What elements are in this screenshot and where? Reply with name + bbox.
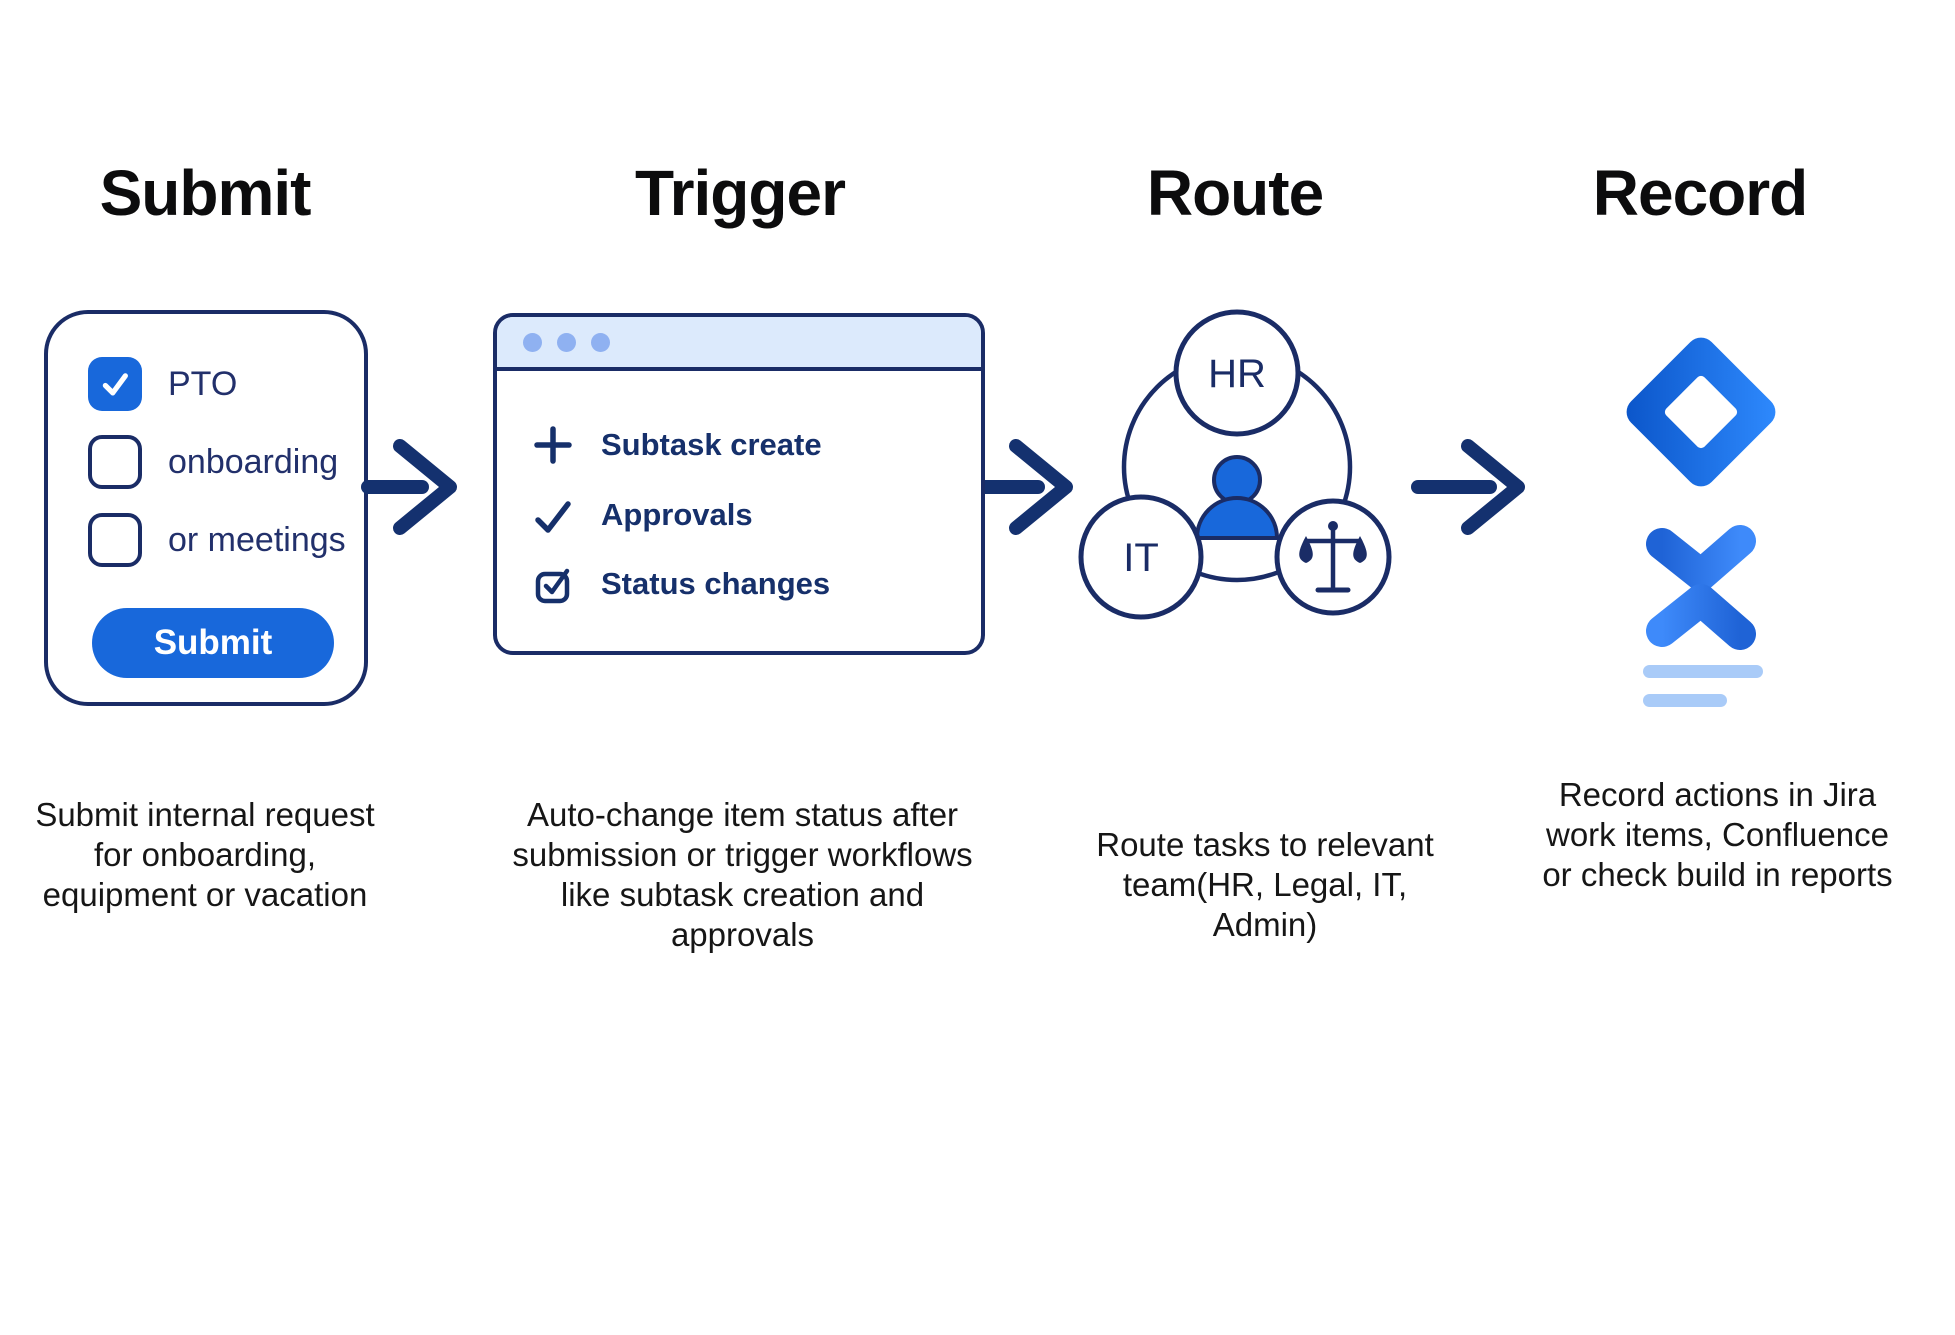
route-teams-graphic: HR IT xyxy=(1078,309,1392,620)
person-icon xyxy=(1195,455,1279,540)
flow-arrow-2-icon xyxy=(977,439,1073,535)
trigger-row-label: Subtask create xyxy=(601,427,822,462)
meetings-checkbox[interactable] xyxy=(88,513,142,567)
caption-trigger: Auto-change item status after submission… xyxy=(512,796,973,953)
text-lines-icon xyxy=(1643,665,1763,707)
scales-icon xyxy=(1299,521,1367,593)
trigger-browser-window: Subtask create Approvals Status changes xyxy=(493,313,985,655)
trigger-row-label: Status changes xyxy=(601,566,831,601)
hr-label: HR xyxy=(1208,352,1266,396)
checked-box-icon xyxy=(535,568,570,604)
checkbox-label: or meetings xyxy=(168,520,346,559)
heading-trigger: Trigger xyxy=(635,157,846,229)
checkbox-row-meetings: or meetings xyxy=(88,512,346,568)
checkbox-label: onboarding xyxy=(168,442,339,481)
flow-arrow-1-icon xyxy=(361,439,457,535)
it-team-circle: IT xyxy=(1078,494,1204,620)
submit-button[interactable]: Submit xyxy=(92,608,334,678)
check-icon xyxy=(535,501,571,533)
trigger-row-label: Approvals xyxy=(601,497,753,532)
pto-checkbox[interactable] xyxy=(88,357,142,411)
it-label: IT xyxy=(1123,536,1159,580)
submit-form-card: PTO onboarding or meetings Submit xyxy=(44,310,368,706)
window-dot-icon xyxy=(591,332,610,352)
onboarding-checkbox[interactable] xyxy=(88,435,142,489)
checkbox-row-onboarding: onboarding xyxy=(88,434,338,490)
window-dot-icon xyxy=(557,332,576,352)
jira-logo xyxy=(1626,337,1776,487)
confluence-logo xyxy=(1646,525,1756,650)
record-tools-graphic xyxy=(1626,337,1776,707)
trigger-row-subtask: Subtask create xyxy=(533,423,822,467)
heading-route: Route xyxy=(1146,157,1324,229)
checkmark-icon xyxy=(102,373,128,396)
hr-team-circle: HR xyxy=(1173,309,1301,437)
heading-submit: Submit xyxy=(99,157,312,229)
browser-titlebar xyxy=(497,317,981,371)
caption-submit: Submit internal request for onboarding, … xyxy=(35,796,375,913)
flow-arrow-3-icon xyxy=(1411,439,1525,535)
caption-record: Record actions in Jira work items, Confl… xyxy=(1542,776,1893,893)
legal-team-circle xyxy=(1274,498,1392,616)
window-dot-icon xyxy=(523,332,542,352)
trigger-row-approvals: Approvals xyxy=(533,493,753,537)
checkbox-label: PTO xyxy=(168,364,238,403)
checkbox-row-pto: PTO xyxy=(88,356,237,412)
heading-record: Record xyxy=(1592,157,1809,229)
caption-route: Route tasks to relevant team(HR, Legal, … xyxy=(1096,826,1434,943)
plus-icon xyxy=(534,426,572,464)
trigger-row-status: Status changes xyxy=(533,562,830,606)
